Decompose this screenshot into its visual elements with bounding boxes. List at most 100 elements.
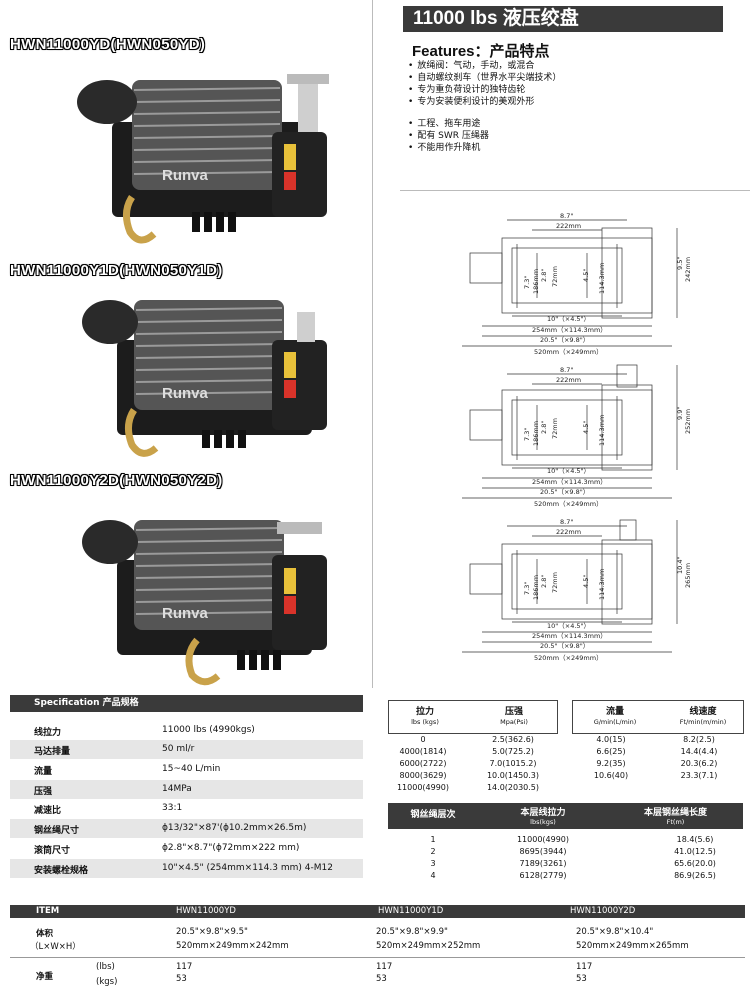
- perf-s4: Ft/min(m/min): [679, 718, 727, 726]
- size-in-1: 20.5"×9.8"×9.5": [176, 927, 248, 937]
- spec-value: 11000 lbs (4990kgs): [162, 725, 255, 735]
- perf-cell: 9.2(35): [596, 759, 626, 768]
- dim-height-in: 10.4": [676, 557, 684, 574]
- rope-cell: 86.9(26.5): [674, 871, 716, 880]
- dim-b3: 20.5"（×9.8"）: [540, 642, 589, 650]
- dim-l1: 7.3": [523, 276, 531, 289]
- dim-l5: 4.5": [582, 269, 590, 282]
- perf-cell: 7.0(1015.2): [489, 759, 537, 768]
- dim-l1: 7.3": [523, 428, 531, 441]
- dim-height-mm: 252mm: [684, 409, 692, 434]
- unit-lbs: (lbs): [96, 962, 115, 972]
- item-model-2: HWN11000Y1D: [378, 906, 444, 916]
- winch-image-2: Runva: [82, 300, 327, 457]
- dim-l4: 72mm: [551, 572, 559, 593]
- features-list-1: 放绳阀：气动，手动，或混合 自动螺纹刹车（世界水平尖端技术） 专为重负荷设计的独…: [408, 60, 561, 108]
- rope-h3: 本层钢丝绳长度: [643, 808, 707, 818]
- spec-row: 线拉力 11000 lbs (4990kgs): [10, 721, 363, 740]
- perf-cell: 2.5(362.6): [492, 735, 534, 744]
- weight-lbs-2: 117: [376, 962, 393, 972]
- model-title-1: HWN11000YD(HWN050YD): [10, 36, 206, 53]
- winch-image-1: Runva: [77, 74, 329, 244]
- perf-s2: Mpa(Psi): [500, 718, 528, 726]
- perf-cell: 4000(1814): [399, 747, 447, 756]
- feature-item: 专为重负荷设计的独特齿轮: [408, 84, 561, 96]
- spec-value: 50 ml/r: [162, 744, 195, 754]
- perf-cell: 20.3(6.2): [680, 759, 718, 768]
- feature-item: 放绳阀：气动，手动，或混合: [408, 60, 561, 72]
- perf-cell: 4.0(15): [596, 735, 626, 744]
- spec-key: 线拉力: [34, 728, 62, 738]
- dim-b1: 10"（×4.5"）: [547, 467, 590, 475]
- perf-cell: 6000(2722): [399, 759, 447, 768]
- feature-item: 自动螺纹刹车（世界水平尖端技术）: [408, 72, 561, 84]
- rope-cell: 3: [430, 859, 436, 868]
- dim-b2: 254mm（×114.3mm）: [532, 632, 607, 640]
- dim-height-in: 9.9": [676, 407, 684, 420]
- rope-cell: 1: [430, 835, 436, 844]
- perf-cell: 14.0(2030.5): [486, 783, 540, 792]
- size-in-3: 20.5"×9.8"×10.4": [576, 927, 654, 937]
- spec-key: 减速比: [34, 806, 62, 816]
- dim-l4: 72mm: [551, 266, 559, 287]
- dimension-drawing-3: 8.7" 222mm 10.4" 265mm 7.3" 186mm 2.8" 7…: [462, 518, 692, 662]
- rope-cell: 65.6(20.0): [674, 859, 716, 868]
- page-title: 11000 lbs 液压绞盘: [403, 6, 723, 32]
- perf-h2: 压强: [504, 707, 523, 717]
- dim-height-mm: 265mm: [684, 563, 692, 588]
- dim-l3: 2.8": [540, 269, 548, 282]
- dim-l5: 4.5": [582, 575, 590, 588]
- perf-h1: 拉力: [415, 707, 434, 717]
- model-title-2: HWN11000Y1D(HWN050Y1D): [10, 262, 223, 279]
- perf-h3: 流量: [605, 707, 624, 717]
- dim-width-mm: 222mm: [556, 222, 581, 230]
- dimension-drawing-2: 8.7" 222mm 9.9" 252mm 7.3" 186mm 2.8" 72…: [462, 364, 692, 508]
- rope-cell: 6128(2779): [519, 871, 567, 880]
- weight-lbs-1: 117: [176, 962, 193, 972]
- size-sub: （L×W×H）: [30, 942, 81, 952]
- dim-width-mm: 222mm: [556, 528, 581, 536]
- spec-value: 33:1: [162, 803, 183, 813]
- rope-header: 钢丝绳层次 本层线拉力 lbs(kgs) 本层钢丝绳长度 Ft(m): [388, 803, 743, 829]
- dim-b4: 520mm（×249mm）: [534, 654, 603, 662]
- right-divider: [400, 190, 750, 191]
- spec-key: 滚筒尺寸: [34, 846, 71, 856]
- dim-l4: 72mm: [551, 418, 559, 439]
- size-in-2: 20.5"×9.8"×9.9": [376, 927, 448, 937]
- rope-cell: 4: [430, 871, 436, 880]
- weight-kgs-1: 53: [176, 974, 187, 984]
- spec-row: 流量 15~40 L/min: [10, 760, 363, 779]
- dim-l2: 186mm: [532, 421, 540, 446]
- dim-b1: 10"（×4.5"）: [547, 315, 590, 323]
- weight-label: 净重: [36, 972, 54, 982]
- dim-width-mm: 222mm: [556, 376, 581, 384]
- rope-cell: 8695(3944): [519, 847, 567, 856]
- features-list-2: 工程、拖车用途 配有 SWR 压绳器 不能用作升降机: [408, 118, 489, 154]
- model-title-3: HWN11000Y2D(HWN050Y2D): [10, 472, 223, 489]
- weight-lbs-3: 117: [576, 962, 593, 972]
- row-divider: [10, 957, 745, 958]
- spec-key: 流量: [34, 767, 53, 777]
- spec-row: 马达排量 50 ml/r: [10, 740, 363, 759]
- dim-b4: 520mm（×249mm）: [534, 500, 603, 508]
- item-label: ITEM: [36, 906, 60, 916]
- perf-header-left: 拉力 lbs (kgs) 压强 Mpa(Psi): [388, 700, 558, 734]
- rope-cell: 11000(4990): [516, 835, 570, 844]
- perf-cell: 10.0(1450.3): [486, 771, 540, 780]
- perf-cell: 8000(3629): [399, 771, 447, 780]
- spec-key: 马达排量: [34, 747, 71, 757]
- dim-l6: 114.3mm: [598, 263, 606, 294]
- unit-kgs: (kgs): [96, 977, 118, 987]
- dim-b3: 20.5"（×9.8"）: [540, 488, 589, 496]
- spec-value: 15~40 L/min: [162, 764, 221, 774]
- perf-s1: lbs (kgs): [411, 718, 439, 726]
- rope-h2: 本层线拉力: [520, 808, 566, 818]
- rope-cell: 18.4(5.6): [676, 835, 714, 844]
- rope-cell: 7189(3261): [519, 859, 567, 868]
- perf-cell: 6.6(25): [596, 747, 626, 756]
- rope-cell: 41.0(12.5): [674, 847, 716, 856]
- dim-l2: 186mm: [532, 575, 540, 600]
